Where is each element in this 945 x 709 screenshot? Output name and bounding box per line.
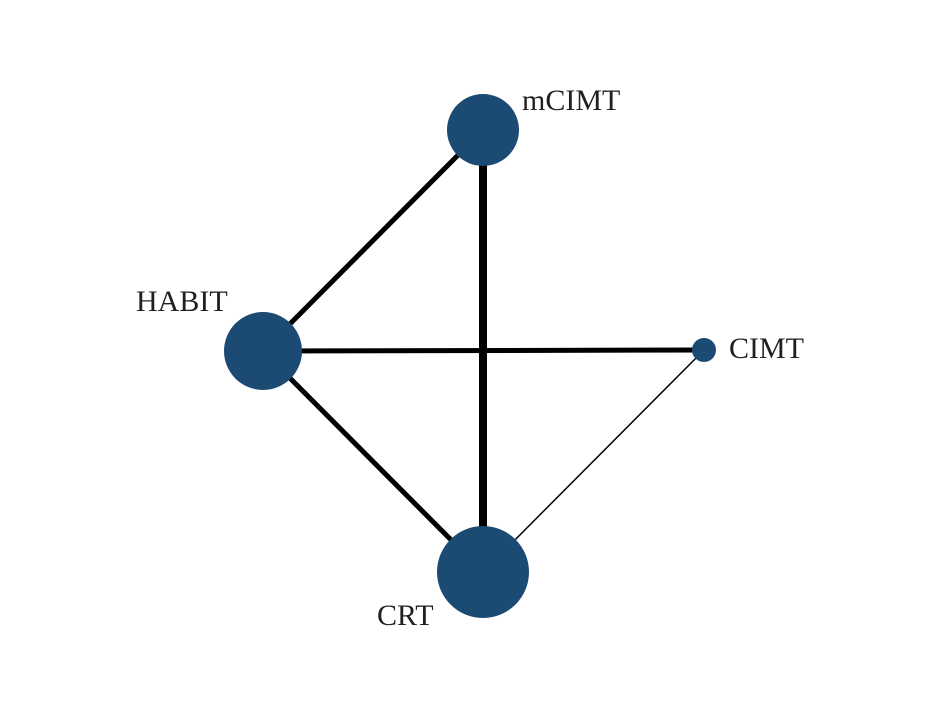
node-crt [437,526,529,618]
node-habit [224,312,302,390]
node-cimt [692,338,716,362]
node-label-crt: CRT [377,599,434,632]
node-label-mcimt: mCIMT [522,84,620,117]
edge-cimt-crt [482,349,705,573]
edge-mcimt-habit [261,128,485,353]
edges-layer [261,128,705,574]
node-mcimt [447,94,519,166]
labels-layer: mCIMT HABIT CIMT CRT [136,84,804,632]
edge-habit-crt [261,349,485,574]
nodes-layer [224,94,716,618]
edge-habit-cimt [262,347,705,354]
node-label-habit: HABIT [136,285,228,318]
node-label-cimt: CIMT [729,332,804,365]
